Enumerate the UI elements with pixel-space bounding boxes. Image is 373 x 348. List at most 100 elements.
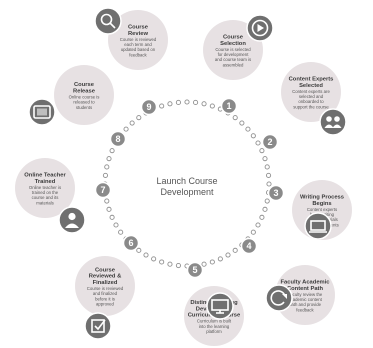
step-body-line: Content experts are xyxy=(292,89,330,94)
ring-dot xyxy=(104,198,110,204)
step-title-line: Trained xyxy=(35,179,56,185)
ring-dot xyxy=(225,252,231,258)
step-number: 9 xyxy=(146,102,151,112)
ring-dot xyxy=(123,126,129,132)
people-icon-body xyxy=(332,124,342,128)
ring-dot xyxy=(209,259,215,265)
step-node-circle xyxy=(94,181,112,199)
step-card-background xyxy=(203,20,263,80)
people-icon xyxy=(319,108,347,136)
step-number: 8 xyxy=(115,134,120,144)
ring-dot xyxy=(259,148,265,154)
step-title-line: Online Teacher xyxy=(24,173,66,179)
ring-dot xyxy=(255,140,261,146)
ring-dot xyxy=(232,115,238,121)
ring-dot xyxy=(209,103,215,109)
step-node-circle xyxy=(240,237,258,255)
ring-dot xyxy=(201,261,207,267)
step-title-line: Release xyxy=(73,88,96,94)
step-body-line: Content experts xyxy=(307,207,337,212)
step-body-line: selected and xyxy=(299,94,324,99)
step-node-circle xyxy=(186,261,204,279)
step-card-5: Distinct LearningDevelopmentCurriculum C… xyxy=(184,286,244,346)
step-body-line: onboarded to xyxy=(298,99,324,104)
center-title-line-2: Development xyxy=(160,187,214,197)
center-title-line-1: Launch Course xyxy=(156,176,217,186)
tablet-icon xyxy=(28,98,56,126)
ring-dot xyxy=(159,103,165,109)
tablet-icon-frame xyxy=(33,105,51,119)
step-body-line: platform xyxy=(206,329,222,334)
step-title-line: Course xyxy=(74,82,95,88)
step-number: 3 xyxy=(273,188,278,198)
step-body-line: path and provide xyxy=(289,302,322,307)
step-title-line: Course xyxy=(128,25,149,31)
ring-dot xyxy=(109,214,115,220)
step-card-background xyxy=(275,265,335,325)
step-body-line: and finalized xyxy=(93,291,118,296)
step-body-line: into the learning xyxy=(199,324,230,329)
step-node-1: 1 xyxy=(220,97,238,115)
step-body-line: support the course xyxy=(293,104,329,109)
ring-dot xyxy=(245,126,251,132)
ring-dot xyxy=(262,156,268,162)
step-title-line: Course xyxy=(223,35,244,41)
ring-dot xyxy=(259,214,265,220)
step-body-line: feedback xyxy=(296,307,314,312)
step-title-line: Finalized xyxy=(93,280,118,286)
step-node-circle xyxy=(267,184,285,202)
play-icon xyxy=(246,14,274,42)
step-body-line: Online course is xyxy=(69,95,100,100)
step-node-4: 4 xyxy=(240,237,258,255)
step-card-background xyxy=(281,62,341,122)
search-icon xyxy=(94,7,122,35)
step-number: 6 xyxy=(128,238,133,248)
step-title-line: Reviewed & xyxy=(89,274,122,280)
ring-dot xyxy=(232,247,238,253)
step-title-line: Writing Process xyxy=(300,195,344,201)
step-title-line: Content Path xyxy=(287,286,324,292)
ring-dot xyxy=(239,120,245,126)
step-body-line: Curriculum is built xyxy=(197,319,232,324)
search-icon-lens xyxy=(100,13,113,26)
step-body-line: released to xyxy=(73,100,95,105)
people-icon-head xyxy=(334,116,340,122)
laptop-icon xyxy=(304,212,332,240)
checkbox-icon-check xyxy=(94,319,106,331)
icon-circle xyxy=(265,284,293,312)
step-number: 5 xyxy=(192,265,197,275)
ring-dot xyxy=(151,256,157,262)
step-card-background xyxy=(15,158,75,218)
step-card-background xyxy=(75,256,135,316)
play-icon-triangle xyxy=(257,24,264,32)
step-body-line: updated based on xyxy=(121,47,156,52)
search-icon-handle xyxy=(109,22,116,29)
ring-dot xyxy=(106,206,112,212)
step-node-3: 3 xyxy=(267,184,285,202)
step-number: 1 xyxy=(226,101,231,111)
ring-dot xyxy=(175,99,181,105)
ring-dot xyxy=(113,222,119,228)
person-icon xyxy=(58,206,86,234)
step-node-2: 2 xyxy=(261,133,279,151)
ring-dot xyxy=(201,101,207,107)
checkbox-icon xyxy=(84,312,112,340)
step-title-line: Selection xyxy=(220,41,246,47)
ring-dot xyxy=(250,133,256,139)
step-body-line: for development xyxy=(218,52,250,57)
ring-dot xyxy=(262,206,268,212)
step-body-line: Course is reviewed xyxy=(120,37,157,42)
ring-dot xyxy=(250,229,256,235)
step-body-line: assembled xyxy=(223,62,244,67)
refresh-icon-arrow xyxy=(282,294,287,299)
step-body-line: each term and xyxy=(124,42,152,47)
step-title-line: Begins xyxy=(312,201,331,207)
ring-dot xyxy=(175,262,181,269)
step-title-line: Faculty Academic xyxy=(280,280,330,286)
step-card-background xyxy=(54,65,114,125)
step-node-circle xyxy=(122,234,140,252)
step-node-circle xyxy=(140,98,158,116)
step-title-line: Course xyxy=(95,268,116,274)
